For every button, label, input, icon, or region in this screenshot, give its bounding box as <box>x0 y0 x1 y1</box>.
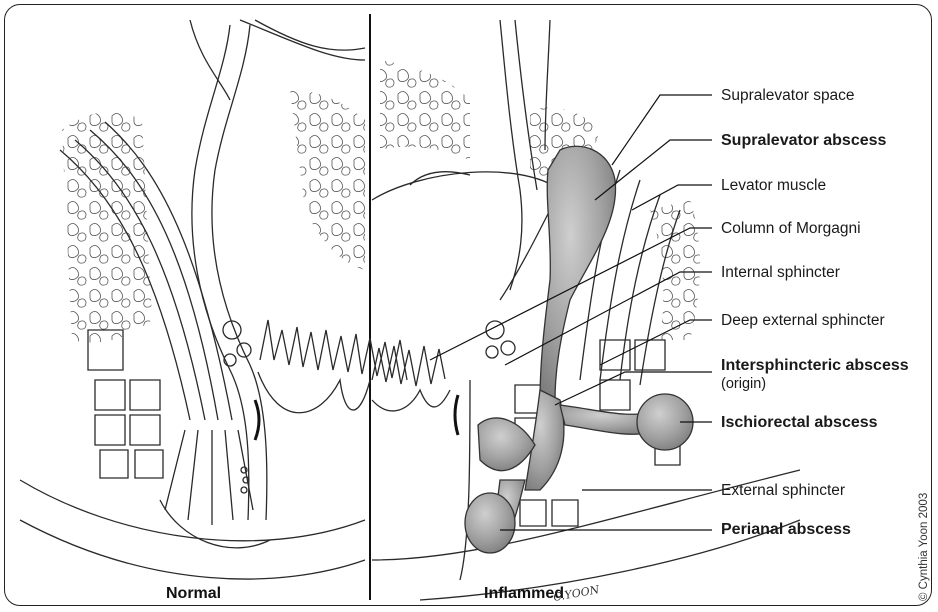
label-internal-sphincter: Internal sphincter <box>721 264 840 282</box>
label-intersphincteric-abscess: Intersphincteric abscess <box>721 357 909 375</box>
copyright-credit: © Cynthia Yoon 2003 <box>918 493 930 601</box>
normal-panel-drawing <box>20 20 407 579</box>
label-intersphincteric-origin: (origin) <box>721 376 766 392</box>
leader-supralevator-space <box>612 95 712 165</box>
abscess-cavities <box>465 146 693 553</box>
label-ischiorectal-abscess: Ischiorectal abscess <box>721 414 878 432</box>
panel-title-normal: Normal <box>166 585 221 603</box>
leader-intersphincteric-abscess <box>555 372 712 405</box>
inflamed-panel-drawing <box>372 20 800 600</box>
label-supralevator-space: Supralevator space <box>721 87 855 105</box>
label-supralevator-abscess: Supralevator abscess <box>721 132 886 150</box>
label-column-of-morgagni: Column of Morgagni <box>721 220 861 238</box>
label-external-sphincter: External sphincter <box>721 482 845 500</box>
intersphincteric-origin-shape <box>478 418 535 471</box>
label-deep-external-sphincter: Deep external sphincter <box>721 312 885 330</box>
leader-deep-external-sphincter <box>600 320 712 365</box>
label-levator-muscle: Levator muscle <box>721 177 826 195</box>
supralevator-abscess-shape <box>540 146 616 400</box>
perianal-abscess-shape <box>465 493 515 553</box>
label-perianal-abscess: Perianal abscess <box>721 521 851 539</box>
